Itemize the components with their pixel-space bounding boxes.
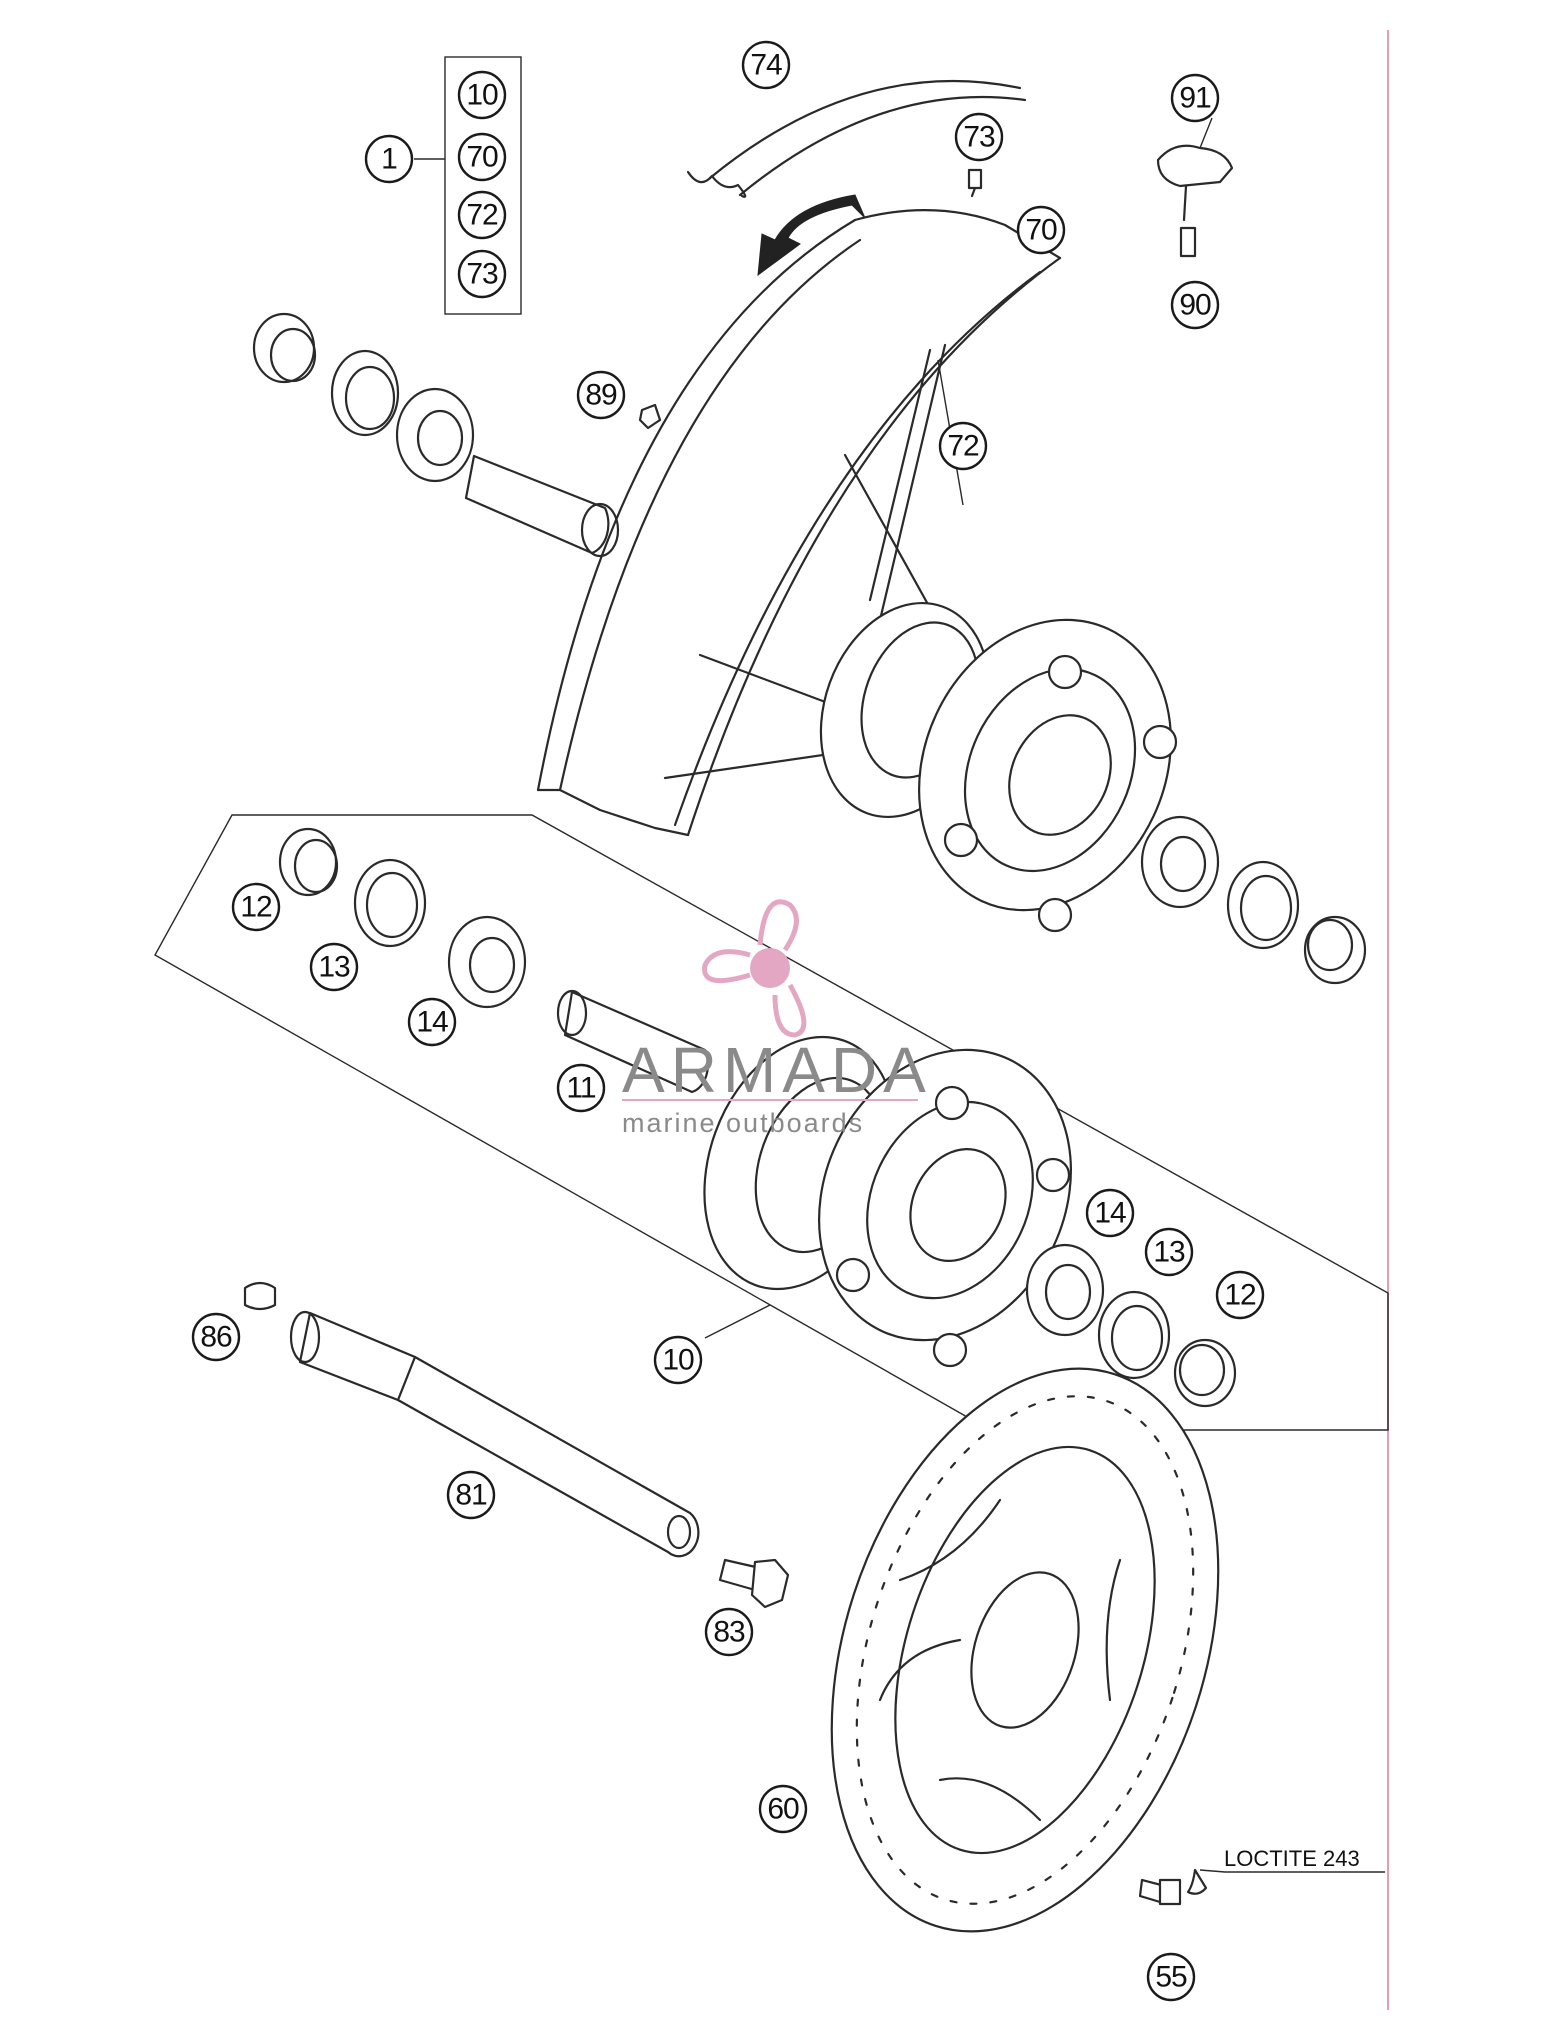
- tap-cap-part: [1156, 144, 1234, 222]
- top-bearing: [395, 387, 475, 483]
- panel-seal-left: [353, 858, 427, 948]
- panel-seal-right: [1097, 1290, 1171, 1380]
- svg-text:72: 72: [947, 430, 979, 463]
- top-right-ring: [1303, 915, 1367, 985]
- top-spacer-tube: [464, 454, 620, 558]
- svg-text:91: 91: [1179, 82, 1211, 115]
- panel-ring-right: [1173, 1338, 1237, 1408]
- svg-text:12: 12: [240, 891, 272, 924]
- svg-text:70: 70: [1025, 214, 1057, 247]
- panel-bearing-right: [1025, 1243, 1105, 1337]
- watermark-tagline: marine outboards: [622, 1108, 864, 1138]
- propeller-hub: [750, 948, 790, 988]
- callout-brake-disc: 60: [758, 1784, 808, 1834]
- watermark: ARMADA marine outboards: [622, 899, 932, 1138]
- callout-cap-nut: 86: [191, 1312, 241, 1362]
- callout-kit-73: 73: [457, 249, 507, 299]
- callout-kit-main: 1: [364, 134, 414, 184]
- top-spacer-ring: [252, 312, 317, 384]
- kit-box: [444, 56, 522, 315]
- svg-text:14: 14: [1094, 1197, 1126, 1230]
- svg-text:1: 1: [381, 143, 397, 176]
- callout-spokes: 72: [938, 421, 988, 471]
- callout-axle: 81: [446, 1470, 496, 1520]
- callout-seal-right: 13: [1144, 1227, 1194, 1277]
- tap-pin-part: [1179, 226, 1197, 258]
- callout-ring-right: 12: [1215, 1270, 1265, 1320]
- svg-text:13: 13: [1153, 1236, 1185, 1269]
- callout-kit-10: 10: [457, 70, 507, 120]
- rim: [536, 209, 1062, 837]
- svg-text:90: 90: [1179, 289, 1211, 322]
- axle-part: [289, 1310, 700, 1558]
- svg-text:83: 83: [713, 1616, 745, 1649]
- callout-kit-70: 70: [457, 132, 507, 182]
- callout-rim: 70: [1016, 205, 1066, 255]
- callout-axle-bolt: 83: [704, 1607, 754, 1657]
- svg-text:73: 73: [963, 121, 995, 154]
- loctite-label: LOCTITE 243: [1224, 1846, 1360, 1871]
- rotation-arrow: [757, 194, 866, 277]
- top-seal: [330, 349, 400, 437]
- disc-screw-part: [1138, 1878, 1182, 1906]
- callout-tap-pin: 90: [1170, 280, 1220, 330]
- top-right-bearing: [1140, 815, 1220, 909]
- callout-nipple: 89: [576, 370, 626, 420]
- callout-bearing-left: 14: [407, 997, 457, 1047]
- callout-spacer: 11: [556, 1063, 606, 1113]
- svg-text:86: 86: [200, 1321, 232, 1354]
- svg-text:89: 89: [585, 379, 617, 412]
- callout-kit-72: 72: [457, 190, 507, 240]
- loctite-leader: [1199, 1869, 1226, 1873]
- svg-text:74: 74: [750, 49, 782, 82]
- valve-part: [967, 168, 983, 198]
- callout-disc-screw: 55: [1146, 1952, 1196, 2002]
- loctite-drop: [1186, 1868, 1208, 1895]
- svg-text:73: 73: [466, 258, 498, 291]
- top-right-seal: [1226, 860, 1300, 950]
- callout-hub: 10: [653, 1335, 703, 1385]
- panel-spacer-tube: [556, 989, 710, 1094]
- panel-ring-left: [278, 827, 339, 897]
- cap-nut-part: [243, 1281, 277, 1311]
- propeller-logo-icon: [702, 899, 807, 1038]
- svg-text:12: 12: [1224, 1279, 1256, 1312]
- hub-panel: [154, 814, 1389, 1431]
- svg-text:70: 70: [466, 141, 498, 174]
- svg-text:14: 14: [416, 1006, 448, 1039]
- panel-bearing-left: [447, 915, 527, 1009]
- spoke-nipple: [638, 403, 662, 430]
- svg-text:10: 10: [466, 79, 498, 112]
- svg-text:55: 55: [1155, 1961, 1187, 1994]
- callout-tape: 74: [741, 40, 791, 90]
- brake-disc-part: [830, 1367, 1220, 1933]
- svg-text:10: 10: [662, 1344, 694, 1377]
- callout-ring-left: 12: [231, 882, 281, 932]
- svg-text:13: 13: [318, 951, 350, 984]
- svg-text:72: 72: [466, 199, 498, 232]
- hub-on-wheel: [819, 601, 1178, 933]
- callout-bearing-right: 14: [1085, 1188, 1135, 1238]
- axle-bolt-part: [718, 1558, 790, 1609]
- svg-text:60: 60: [767, 1793, 799, 1826]
- svg-text:81: 81: [455, 1479, 487, 1512]
- hub-leader: [704, 1304, 771, 1339]
- svg-text:11: 11: [566, 1072, 595, 1105]
- watermark-name: ARMADA: [622, 1034, 932, 1106]
- callout-tap-cap: 91: [1170, 73, 1220, 123]
- callout-seal-left: 13: [309, 942, 359, 992]
- rim-tape: [686, 79, 1027, 198]
- callout-valve-top: 73: [954, 112, 1004, 162]
